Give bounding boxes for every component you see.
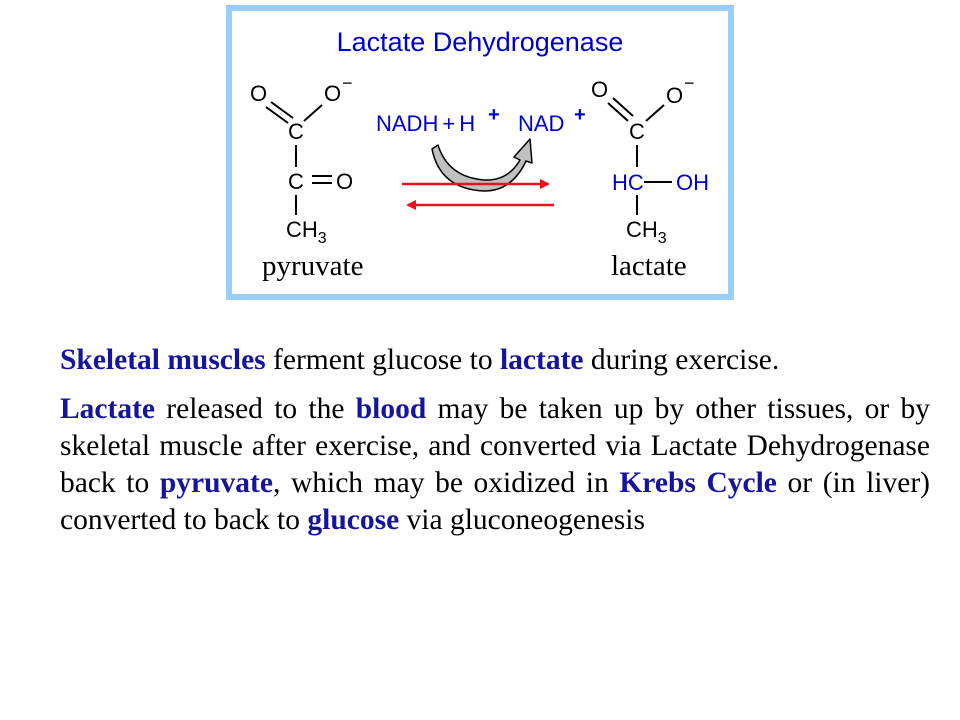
diagram-frame: Lactate Dehydrogenase O O − C C O CH3 py… [226, 5, 734, 300]
lactate-o-left: O [591, 77, 608, 102]
text-run: during exercise. [583, 344, 780, 376]
pyruvate-c1: C [288, 119, 304, 144]
term-glucose: glucose [307, 504, 400, 536]
term-blood: blood [355, 393, 427, 425]
text-run: via gluconeogenesis [399, 504, 645, 536]
lactate-hc: HC [612, 170, 644, 195]
nad-label: NAD [518, 111, 564, 136]
nadh-label: NADH+H [376, 111, 475, 136]
pyruvate-o-keto: O [336, 169, 353, 194]
lactate-oh: OH [676, 170, 709, 195]
pyruvate-o-left: O [250, 81, 267, 106]
pyruvate-label: pyruvate [262, 250, 363, 282]
text-run: , which may be oxidized in [272, 467, 620, 499]
text-run: released to the [155, 393, 356, 425]
term-skeletal-muscles: Skeletal muscles [60, 344, 266, 376]
pyruvate-c2: C [288, 169, 304, 194]
lactate-structure: O O − C HC OH CH3 [591, 73, 709, 247]
diagram-title: Lactate Dehydrogenase [337, 27, 624, 57]
cofactor-text: NADH+H + NAD + [376, 104, 586, 136]
h-charge: + [488, 104, 500, 126]
lactate-bonds [607, 97, 672, 215]
paragraph-2: Lactate released to the blood may be tak… [60, 391, 930, 539]
pyruvate-charge: − [342, 73, 353, 93]
lactate-ch3: CH3 [626, 217, 667, 247]
term-lactate: Lactate [60, 393, 156, 425]
term-krebs-cycle: Krebs Cycle [619, 467, 777, 499]
pyruvate-bonds [265, 101, 332, 215]
body-text: Skeletal muscles ferment glucose to lact… [60, 342, 930, 539]
text-run: or (in liver) converted to back to [60, 467, 930, 536]
pyruvate-structure: O O − C C O CH3 [250, 73, 353, 247]
reaction-diagram: Lactate Dehydrogenase O O − C C O CH3 py… [250, 27, 709, 282]
text-run: ferment glucose to [265, 344, 500, 376]
paragraph-1: Skeletal muscles ferment glucose to lact… [60, 342, 930, 379]
pyruvate-o-minus: O [324, 81, 341, 106]
nad-charge: + [574, 104, 586, 126]
pyruvate-ch3: CH3 [286, 217, 327, 247]
lactate-o-minus: O [666, 83, 683, 108]
text-run: may be taken up by other tissues, or by … [60, 393, 930, 499]
lactate-charge: − [684, 73, 695, 93]
term-pyruvate: pyruvate [159, 467, 273, 499]
lactate-label: lactate [611, 250, 687, 282]
term-lactate: lactate [499, 344, 584, 376]
lactate-c1: C [629, 119, 645, 144]
